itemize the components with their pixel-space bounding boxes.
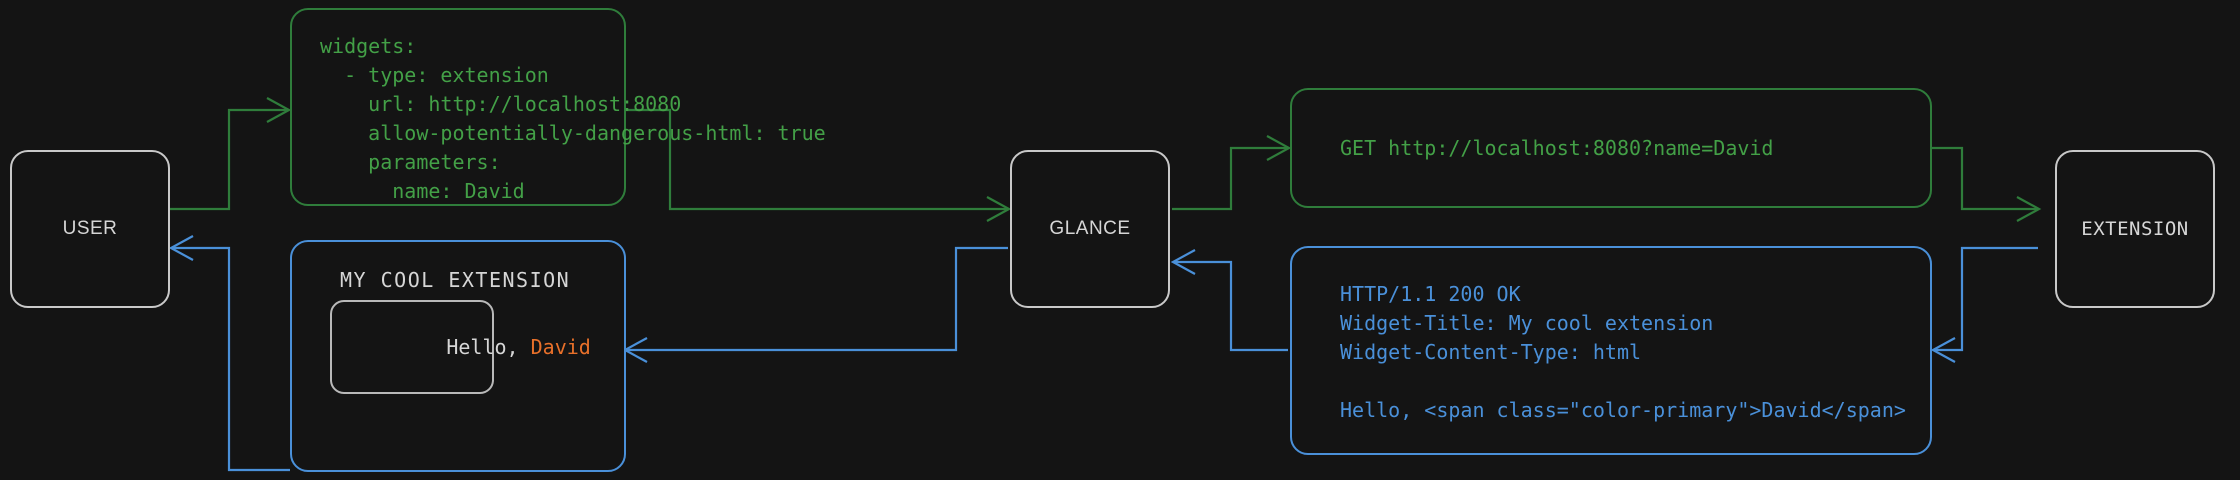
- arrowhead-response-to-glance: [1170, 249, 1196, 275]
- wire-response-to-glance: [1174, 260, 1288, 352]
- node-extension[interactable]: EXTENSION: [2055, 150, 2215, 308]
- arrowhead-glance-to-request: [1266, 135, 1292, 161]
- http-request-code: GET http://localhost:8080?name=David: [1340, 136, 1774, 160]
- node-glance[interactable]: GLANCE: [1010, 150, 1170, 308]
- wire-user-to-config: [170, 108, 288, 211]
- arrowhead-config-to-glance: [986, 196, 1012, 222]
- widget-greeting: Hello, David: [350, 311, 591, 383]
- arrowhead-user-to-config: [266, 97, 292, 123]
- panel-widget-preview: MY COOL EXTENSION Hello, David: [290, 240, 626, 472]
- node-user[interactable]: USER: [10, 150, 170, 308]
- http-response-code: HTTP/1.1 200 OK Widget-Title: My cool ex…: [1340, 282, 1906, 422]
- widget-preview-card: Hello, David: [330, 300, 591, 394]
- node-user-label: USER: [62, 218, 118, 239]
- arrowhead-request-to-extension: [2016, 196, 2042, 222]
- widget-preview-title: MY COOL EXTENSION: [340, 268, 571, 292]
- wire-glance-to-widget: [626, 246, 1008, 352]
- config-yaml-code: widgets: - type: extension url: http://l…: [320, 34, 826, 203]
- wire-config-to-glance: [626, 108, 1008, 211]
- panel-config-yaml: widgets: - type: extension url: http://l…: [290, 8, 826, 206]
- node-glance-label: GLANCE: [1049, 218, 1131, 239]
- wire-extension-to-response: [1934, 246, 2038, 352]
- widget-greeting-name: David: [530, 335, 591, 359]
- wire-widget-to-user: [172, 246, 290, 472]
- arrowhead-extension-to-response: [1930, 337, 1956, 363]
- wire-request-to-extension: [1932, 146, 2038, 211]
- panel-http-response: HTTP/1.1 200 OK Widget-Title: My cool ex…: [1290, 246, 1932, 455]
- node-extension-label: EXTENSION: [2081, 218, 2189, 240]
- panel-http-request: GET http://localhost:8080?name=David: [1290, 88, 1932, 208]
- arrowhead-widget-to-user: [168, 235, 194, 261]
- widget-greeting-prefix: Hello,: [446, 335, 531, 359]
- wire-glance-to-request: [1172, 146, 1288, 211]
